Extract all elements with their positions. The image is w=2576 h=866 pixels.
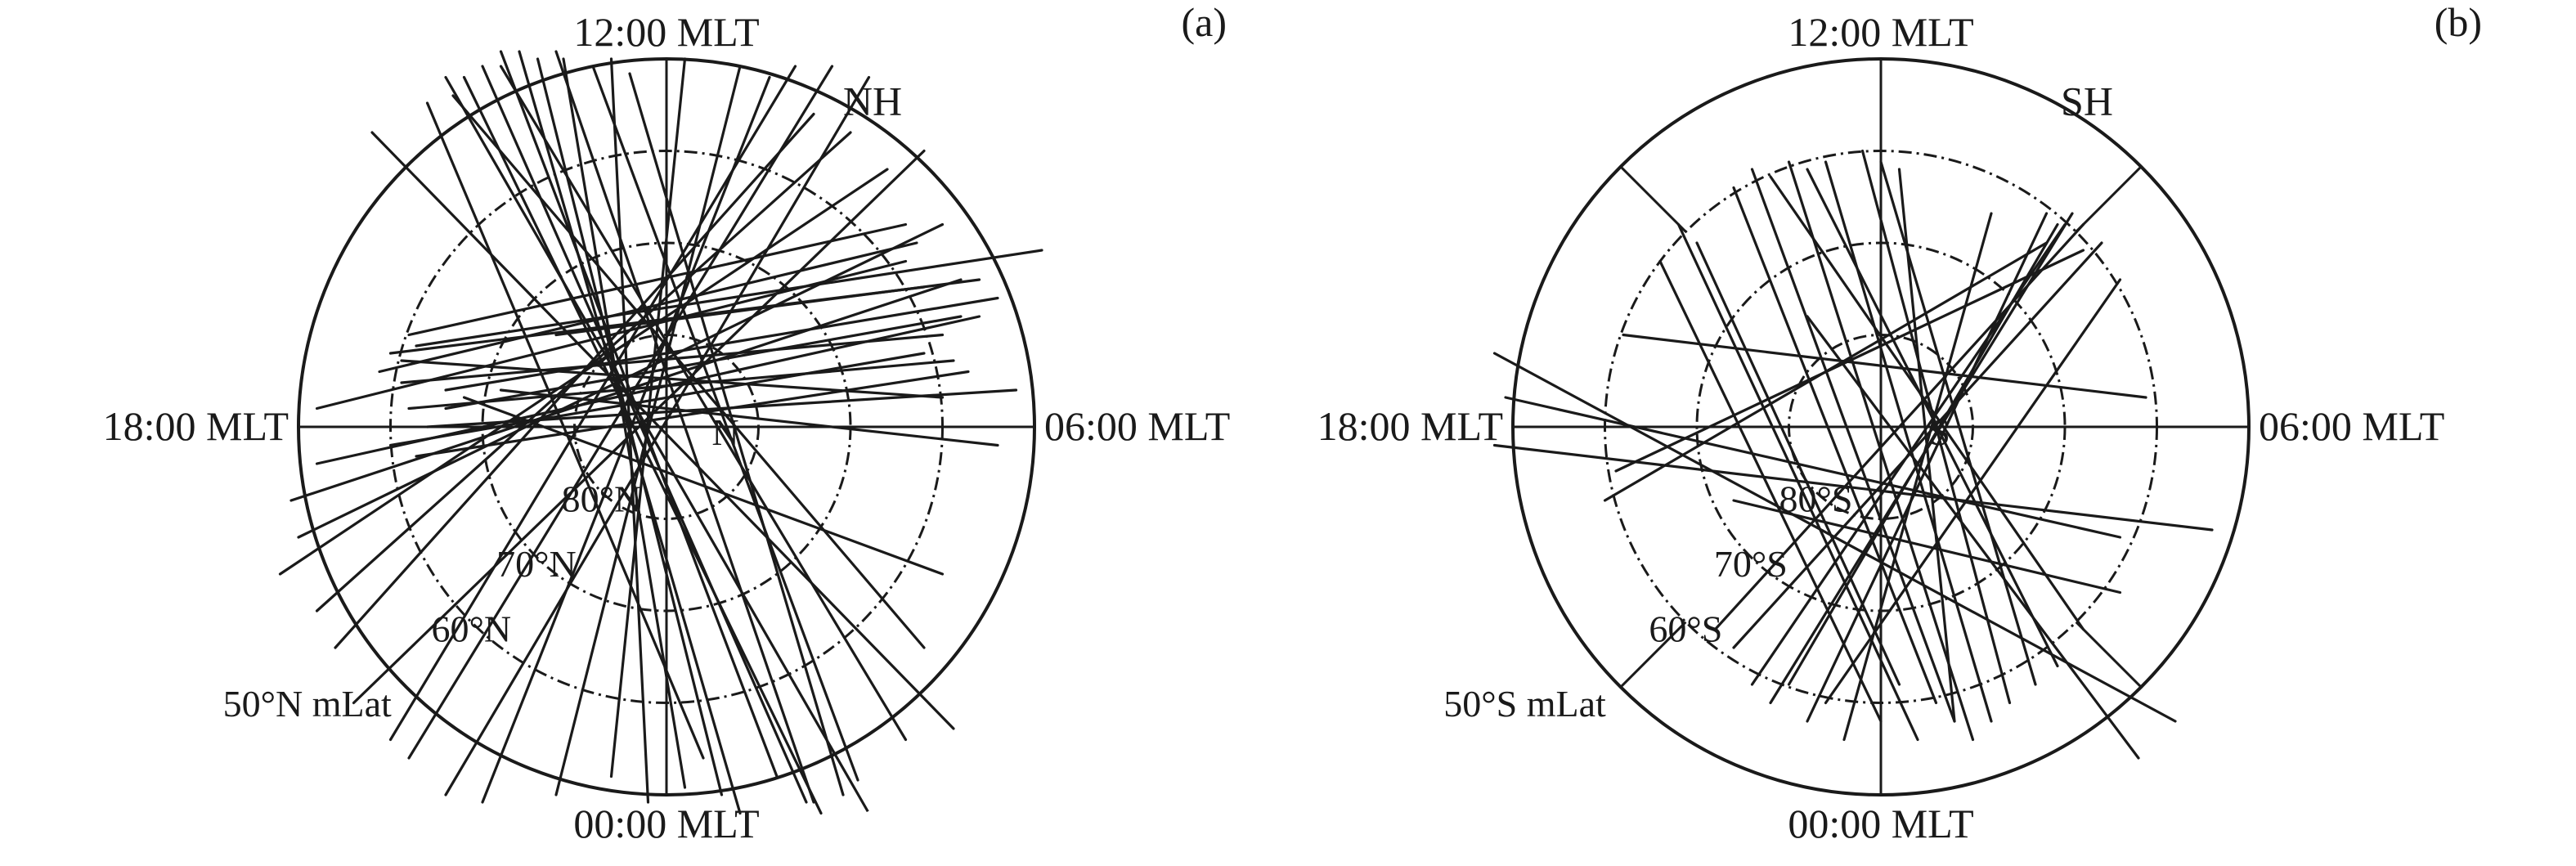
mlt-label-left: 18:00 MLT — [103, 403, 289, 449]
track-37 — [407, 222, 908, 337]
track-41 — [499, 388, 999, 447]
track-3 — [1824, 160, 1993, 723]
panel-label: (a) — [1182, 0, 1227, 45]
track-11 — [628, 72, 845, 796]
track-19 — [1824, 278, 2122, 705]
track-group — [1492, 149, 2214, 760]
track-13 — [370, 131, 955, 730]
track-39 — [400, 359, 945, 399]
lat-label-50: 50°S mLat — [1443, 683, 1606, 725]
track-43 — [554, 278, 981, 337]
track-8 — [591, 65, 859, 782]
lat-label-60: 60°S — [1649, 608, 1722, 650]
track-12 — [451, 94, 926, 649]
track-18 — [1842, 212, 1993, 742]
mlt-spoke-225 — [1619, 621, 1687, 689]
track-0 — [1750, 168, 1956, 723]
panel-a: 12:00 MLT 00:00 MLT 18:00 MLT 06:00 MLT (a) N… — [103, 0, 1231, 846]
track-22 — [1492, 352, 2177, 723]
mlt-label-right: 06:00 MLT — [2259, 403, 2444, 449]
track-42 — [444, 315, 963, 411]
track-28 — [554, 65, 742, 796]
track-0 — [444, 75, 871, 815]
track-10 — [425, 101, 705, 760]
track-11 — [1769, 175, 2085, 631]
mlt-label-bottom: 00:00 MLT — [573, 801, 759, 846]
mlt-spoke-45 — [2075, 165, 2143, 233]
track-35 — [388, 352, 926, 447]
track-17 — [1806, 212, 2049, 723]
track-15 — [1732, 241, 2103, 649]
track-17 — [407, 65, 834, 760]
hemisphere-label: SH — [2061, 79, 2113, 124]
track-group — [278, 50, 1043, 815]
hemisphere-label: NH — [843, 79, 902, 124]
mlt-label-bottom: 00:00 MLT — [1788, 801, 1973, 846]
lat-label-80: 80°S — [1779, 478, 1852, 520]
track-16 — [1713, 222, 2085, 631]
track-15 — [499, 65, 908, 742]
pole-label: S — [1929, 411, 1950, 453]
track-32 — [378, 241, 918, 374]
track-1 — [462, 75, 823, 815]
pole-label: N — [711, 411, 738, 453]
panel-b: 12:00 MLT 00:00 MLT 18:00 MLT 06:00 MLT (b) S… — [1317, 0, 2482, 846]
track-2 — [481, 65, 808, 804]
track-40 — [425, 388, 1018, 429]
panel-label: (b) — [2435, 0, 2482, 45]
track-36 — [444, 296, 999, 392]
track-29 — [462, 396, 945, 576]
track-16 — [444, 75, 871, 796]
lat-label-60: 60°N — [432, 608, 512, 650]
track-26 — [1732, 499, 2122, 595]
track-25 — [1622, 333, 2147, 399]
mlt-label-left: 18:00 MLT — [1317, 403, 1503, 449]
track-33 — [407, 359, 955, 411]
track-23 — [334, 112, 815, 649]
track-27 — [1806, 315, 2140, 760]
track-21 — [352, 149, 926, 705]
track-24 — [1492, 443, 2214, 532]
track-20 — [297, 222, 945, 539]
track-2 — [1787, 160, 1975, 742]
track-23 — [1504, 396, 2122, 539]
lat-label-80: 80°N — [562, 478, 642, 520]
track-21 — [1614, 249, 2085, 473]
mlt-spoke-135 — [1619, 165, 1687, 233]
track-6 — [554, 50, 815, 804]
lat-label-70: 70°S — [1714, 543, 1788, 585]
mlt-label-top: 12:00 MLT — [573, 9, 759, 55]
mlt-label-top: 12:00 MLT — [1788, 9, 1973, 55]
lat-label-70: 70°N — [496, 543, 577, 585]
track-38 — [415, 370, 970, 458]
lat-label-50: 50°N mLat — [223, 683, 392, 725]
track-1 — [1732, 186, 1938, 705]
mlt-spoke-315 — [2075, 621, 2143, 689]
mlt-label-right: 06:00 MLT — [1044, 403, 1230, 449]
track-34 — [415, 249, 1043, 348]
track-25 — [481, 75, 771, 804]
track-31 — [400, 333, 945, 384]
